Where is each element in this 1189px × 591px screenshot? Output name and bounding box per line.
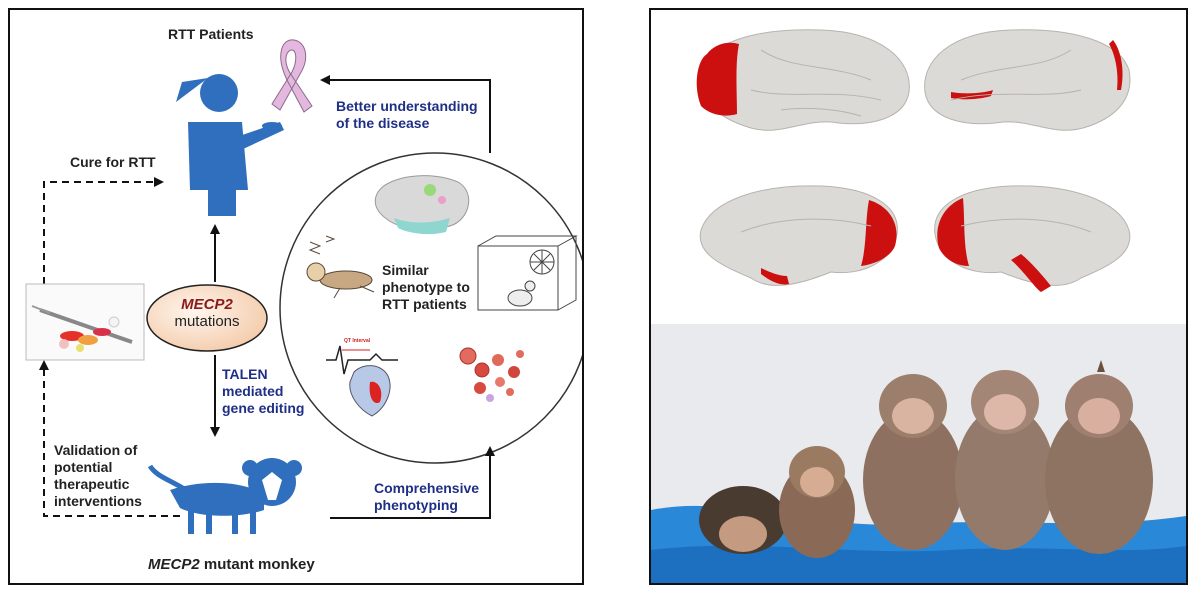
diagram-panel: RTT Patients Better understanding of the… [8, 8, 584, 585]
brain-lateral-left [696, 29, 910, 131]
heart-icon [349, 365, 391, 417]
similar-phenotype-label: Similar phenotype to RTT patients [382, 262, 470, 312]
monkeys-photo [651, 324, 1186, 583]
cure-for-rtt-label: Cure for RTT [70, 154, 156, 170]
mecp2-gene-label: MECP2 [181, 296, 233, 313]
brain-medial-right [934, 185, 1131, 292]
brain-map-icon [374, 175, 470, 235]
patient-figure-icon [176, 74, 284, 216]
mutant-monkey-caption: MECP2 mutant monkey [148, 556, 315, 573]
rtt-patients-label: RTT Patients [168, 26, 254, 42]
qt-interval-label: QT Interval [344, 338, 371, 344]
arrow-phenotyping [330, 446, 495, 519]
talen-label: TALEN mediated gene editing [222, 366, 305, 416]
comprehensive-phenotyping-label: Comprehensive phenotyping [374, 480, 480, 513]
arrow-cure [43, 177, 164, 284]
diagram-graphics [25, 39, 582, 534]
mutations-label: mutations [174, 313, 240, 330]
figure-graphics [651, 10, 1186, 583]
arrow-understanding [320, 75, 491, 153]
validation-label: Validation of potential therapeutic inte… [54, 442, 142, 509]
monkey-cage-icon [477, 235, 578, 311]
arrow-validation [39, 360, 180, 517]
brain-medial-left [699, 185, 898, 286]
sleeping-monkey-icon [306, 235, 375, 299]
brain-lateral-right [924, 29, 1131, 131]
monkey-silhouette-icon [147, 458, 302, 534]
mecp2-oval [146, 284, 268, 352]
better-understanding-label: Better understanding of the disease [336, 98, 478, 131]
blood-cells-icon [459, 347, 524, 402]
mecp2-oval-text: MECP2 mutations [174, 296, 240, 330]
mutant-monkey-rest: mutant monkey [199, 556, 315, 573]
figure-panel [649, 8, 1188, 585]
mutant-monkey-gene: MECP2 [148, 556, 200, 573]
ecg-icon [326, 345, 398, 375]
pills-syringe-icon [25, 283, 145, 361]
awareness-ribbon-icon [271, 39, 313, 113]
